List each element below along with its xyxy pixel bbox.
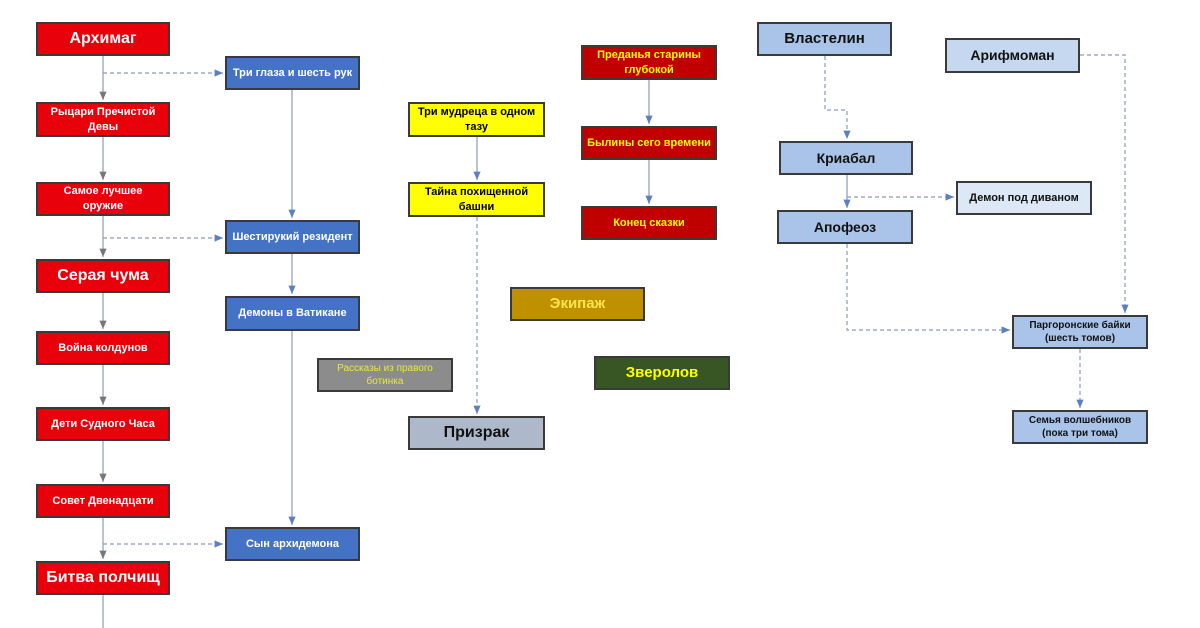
node-tri-glaza: Три глаза и шесть рук: [225, 56, 360, 90]
node-ekipazh: Экипаж: [510, 287, 645, 321]
node-bitva: Битва полчищ: [36, 561, 170, 595]
node-voyna: Война колдунов: [36, 331, 170, 365]
node-tayna: Тайна похищенной башни: [408, 182, 545, 217]
node-rasskazy: Рассказы из правого ботинка: [317, 358, 453, 392]
node-rytsari: Рыцари Пречистой Девы: [36, 102, 170, 137]
node-arkhimag: Архимаг: [36, 22, 170, 56]
node-konets: Конец сказки: [581, 206, 717, 240]
node-sovet: Совет Двенадцати: [36, 484, 170, 518]
node-tri-mudretsa: Три мудреца в одном тазу: [408, 102, 545, 137]
node-syn: Сын архидемона: [225, 527, 360, 561]
node-arifmoman: Арифмоман: [945, 38, 1080, 73]
node-shestirukiy: Шестирукий резидент: [225, 220, 360, 254]
node-deti: Дети Судного Часа: [36, 407, 170, 441]
node-demony: Демоны в Ватикане: [225, 296, 360, 331]
node-seraya-chuma: Серая чума: [36, 259, 170, 293]
node-apofeoz: Апофеоз: [777, 210, 913, 244]
node-byliny: Былины сего времени: [581, 126, 717, 160]
node-zverolov: Зверолов: [594, 356, 730, 390]
node-demon: Демон под диваном: [956, 181, 1092, 215]
node-pargoron: Паргоронские байки (шесть томов): [1012, 315, 1148, 349]
node-predanya: Преданья старины глубокой: [581, 45, 717, 80]
node-oruzhie: Самое лучшее оружие: [36, 182, 170, 216]
node-kriabal: Криабал: [779, 141, 913, 175]
node-prizrak: Призрак: [408, 416, 545, 450]
node-vlastelin: Властелин: [757, 22, 892, 56]
node-semya: Семья волшебников (пока три тома): [1012, 410, 1148, 444]
